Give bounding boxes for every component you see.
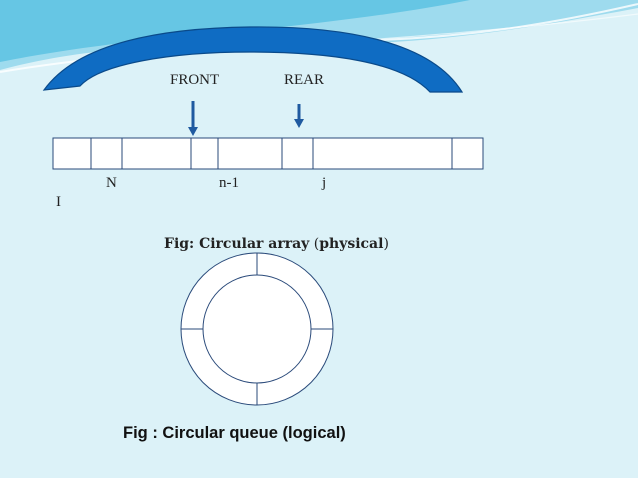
caption-circular-queue: Fig : Circular queue (logical) xyxy=(123,424,346,442)
index-j-label: j xyxy=(322,175,327,191)
front-arrow xyxy=(188,101,198,136)
index-n-minus-1-label: n-1 xyxy=(219,175,239,191)
caption-array-bold: Fig: Circular array xyxy=(164,236,310,252)
index-i-label: I xyxy=(56,194,61,210)
index-n-label: N xyxy=(106,175,117,191)
wraparound-arc-shape xyxy=(42,26,464,93)
caption-array-close: ) xyxy=(383,236,389,252)
front-label: FRONT xyxy=(170,72,220,88)
rear-label: REAR xyxy=(284,72,325,88)
array-outline xyxy=(52,137,484,170)
caption-array-word: physical xyxy=(319,236,384,252)
caption-circular-array: Fig: Circular array (physical) xyxy=(164,236,389,252)
inner-ring xyxy=(202,274,312,384)
rear-arrow xyxy=(294,104,304,128)
caption-array-open: ( xyxy=(313,236,320,252)
wraparound-arc xyxy=(42,26,464,93)
